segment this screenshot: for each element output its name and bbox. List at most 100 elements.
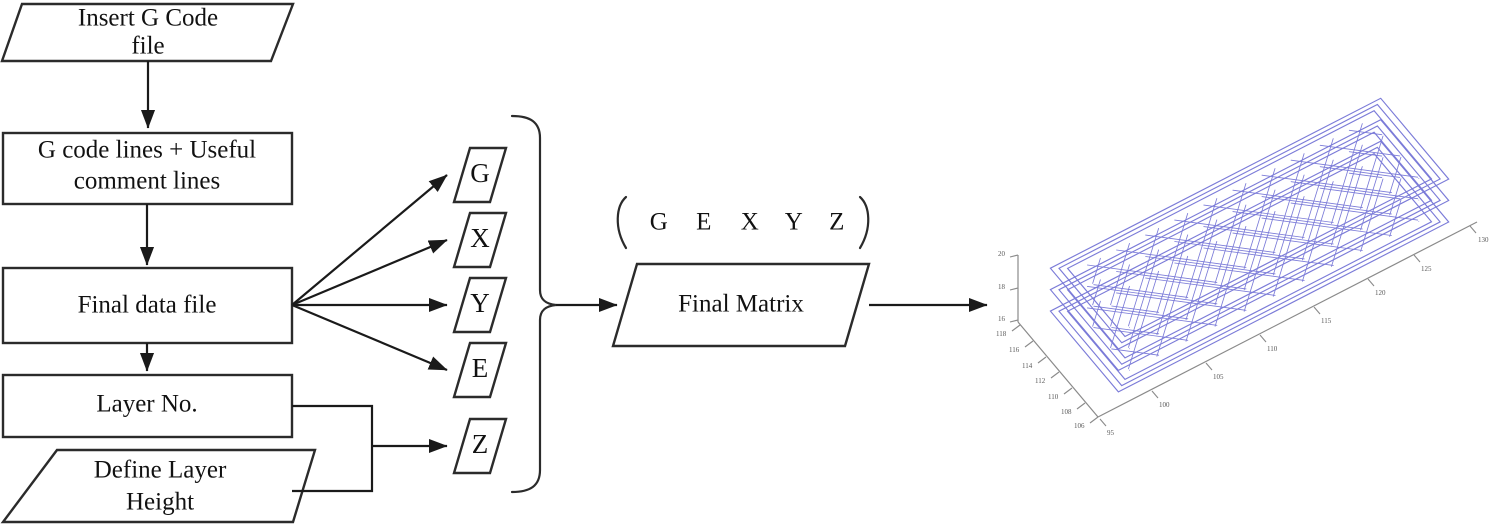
infill-line — [1092, 279, 1101, 306]
infill-line — [1203, 204, 1334, 223]
connector-merge-to-z — [292, 404, 448, 493]
perimeter-loop — [1066, 152, 1433, 381]
infill-line — [1290, 159, 1419, 178]
infill-line — [1301, 138, 1334, 239]
tick-x-105: 105 — [1213, 373, 1224, 381]
perimeter-loop — [1049, 97, 1450, 350]
infill-line — [1110, 264, 1130, 327]
plot-axis-y — [1017, 321, 1099, 418]
matrix-bracket-right — [858, 195, 870, 250]
node-label-layer-no: Layer No. — [96, 391, 197, 418]
node-insert-g-code-file[interactable]: Insert G Code file — [0, 2, 295, 63]
node-label-var-e: E — [472, 353, 489, 383]
infill-line — [1093, 284, 1189, 298]
connector-finaldatafile-to-e — [291, 303, 448, 372]
infill-line — [1156, 212, 1189, 314]
node-label-define-layer-height-line1: Define Layer — [94, 457, 227, 484]
perimeter-loop — [1049, 118, 1450, 372]
tick-y-108: 108 — [1061, 408, 1072, 416]
node-label-define-layer-height-line2: Height — [126, 489, 194, 516]
node-var-x[interactable]: X — [452, 211, 508, 269]
plot-axis-x — [1097, 221, 1478, 418]
tick-x-100: 100 — [1159, 401, 1170, 409]
infill-line — [1331, 166, 1363, 267]
node-label-var-z: Z — [472, 429, 489, 459]
perimeter-loop — [1058, 146, 1442, 387]
infill-line — [1086, 264, 1218, 283]
infill-line — [1174, 241, 1305, 260]
node-label-final-data-file: Final data file — [78, 292, 217, 319]
infill-line — [1389, 178, 1402, 216]
connector-finaldatafile-to-x — [291, 238, 448, 307]
perimeter-loop — [1049, 140, 1450, 393]
tick-z-20: 20 — [998, 250, 1006, 258]
plot-layer-1 — [1049, 140, 1450, 393]
infill-line — [1111, 305, 1160, 313]
infill-line — [1116, 271, 1247, 290]
matrix-header-g: G — [650, 209, 669, 236]
plot-y-ticks: 118 116 114 112 110 108 106 — [996, 324, 1099, 430]
matrix-header-z: Z — [829, 209, 845, 236]
infill-line — [1145, 256, 1276, 275]
node-final-data-file[interactable]: Final data file — [1, 266, 294, 345]
infill-line — [1319, 187, 1401, 200]
tick-x-120: 120 — [1375, 289, 1386, 297]
tick-y-106: 106 — [1074, 422, 1085, 430]
perimeter-loop — [1058, 125, 1442, 365]
tick-z-18: 18 — [998, 283, 1006, 291]
tick-y-114: 114 — [1022, 362, 1033, 370]
node-label-insert-g-code-file-line2: file — [131, 33, 164, 60]
matrix-header-y: Y — [785, 209, 804, 236]
plot-z-ticks: 20 18 16 — [998, 250, 1019, 323]
infill-line — [1145, 234, 1276, 253]
infill-line — [1319, 166, 1401, 178]
plot-x-ticks: 95 100 105 110 115 120 125 130 — [1099, 225, 1489, 437]
infill-line — [1232, 211, 1363, 230]
node-var-z[interactable]: Z — [452, 417, 508, 475]
node-final-matrix[interactable]: Final Matrix — [611, 262, 871, 348]
tick-x-130: 130 — [1478, 236, 1489, 244]
infill-line — [1243, 168, 1276, 269]
infill-line — [1261, 196, 1392, 215]
infill-line — [1261, 174, 1392, 194]
infill-line — [1348, 172, 1383, 179]
infill-line — [1331, 123, 1363, 224]
infill-line — [1116, 249, 1247, 268]
node-layer-no[interactable]: Layer No. — [1, 373, 294, 439]
node-label-var-g: G — [470, 158, 490, 188]
infill-line — [1128, 270, 1160, 370]
tick-x-115: 115 — [1321, 317, 1332, 325]
infill-line — [1128, 249, 1160, 348]
infill-line — [1348, 151, 1383, 157]
plot-layer-2 — [1049, 118, 1450, 372]
infill-line — [1086, 307, 1218, 326]
infill-line — [1389, 156, 1402, 194]
connector-fanout-final-data-file — [291, 174, 448, 372]
matrix-header-e: E — [696, 209, 712, 236]
infill-line — [1185, 198, 1218, 299]
node-var-e[interactable]: E — [452, 341, 508, 399]
tick-z-16: 16 — [998, 315, 1006, 323]
tick-y-110: 110 — [1048, 393, 1059, 401]
node-var-g[interactable]: G — [452, 146, 508, 204]
plot-3d-toolpath: 20 18 16 118 116 114 112 — [996, 97, 1489, 437]
infill-line — [1110, 242, 1130, 306]
matrix-bracket-left — [616, 195, 628, 250]
perimeter-loop — [1066, 131, 1433, 359]
perimeter-loop — [1058, 103, 1442, 344]
node-label-insert-g-code-file-line1: Insert G Code — [78, 5, 218, 32]
infill-line — [1290, 181, 1419, 200]
infill-line — [1092, 257, 1101, 284]
node-g-code-lines-useful-comment-lines[interactable]: G code lines + Useful comment lines — [1, 131, 294, 206]
infill-line — [1272, 196, 1305, 297]
node-var-y[interactable]: Y — [452, 276, 508, 334]
tick-x-125: 125 — [1421, 265, 1432, 273]
infill-line — [1203, 226, 1334, 245]
node-label-gcodelines-line2: comment lines — [74, 168, 221, 195]
infill-line — [1319, 144, 1401, 157]
curly-brace-variables — [510, 114, 558, 494]
node-define-layer-height[interactable]: Define Layer Height — [0, 448, 317, 524]
tick-x-95: 95 — [1107, 429, 1115, 437]
plot-mesh-layers — [1049, 97, 1450, 393]
